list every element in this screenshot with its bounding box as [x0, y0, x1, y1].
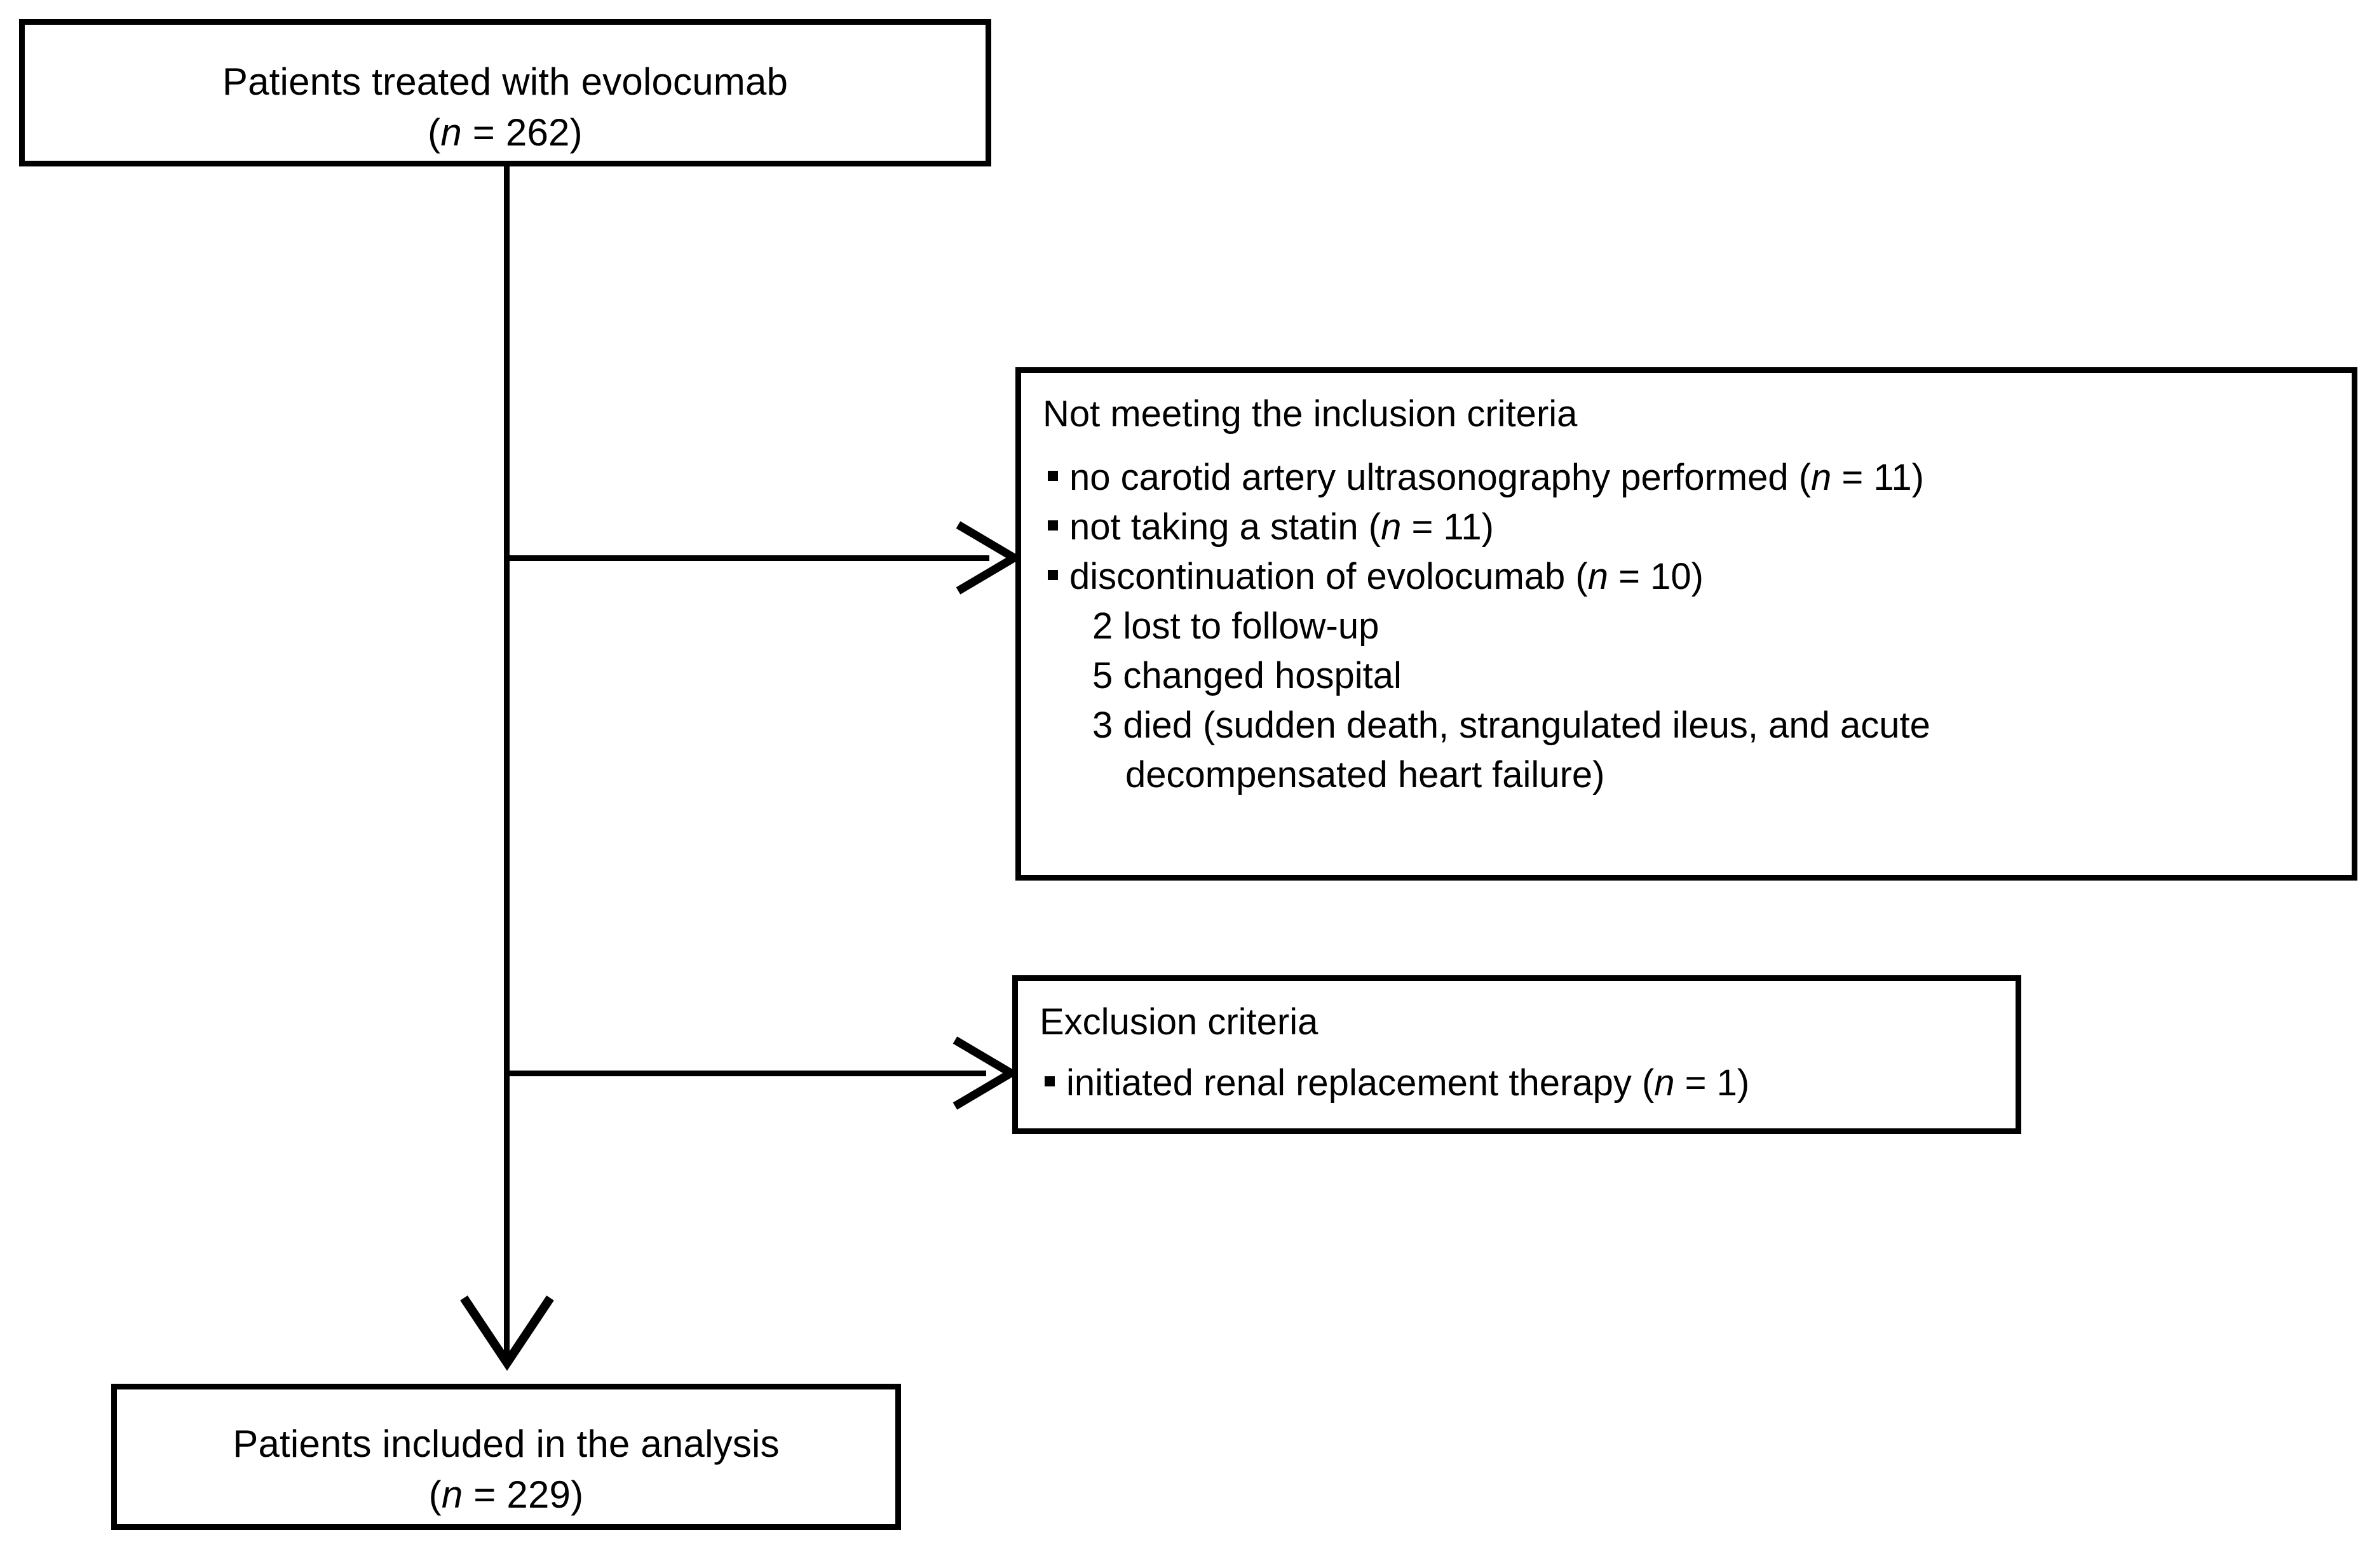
list-item-text: no carotid artery ultrasonography perfor…	[1069, 457, 1924, 498]
main-flow-line	[504, 166, 510, 1366]
exclusion-criteria-list: Exclusion criteria initiated renal repla…	[1040, 997, 2010, 1108]
n-symbol: n	[1587, 556, 1608, 597]
n-symbol: n	[1381, 506, 1402, 548]
box-patients-included-text: Patients included in the analysis (n = 2…	[117, 1419, 895, 1520]
branch-to-inclusion-box	[506, 555, 989, 561]
sub-list-item: 3 died (sudden death, strangulated ileus…	[1092, 705, 1930, 746]
list-item-text: not taking a statin (n = 11)	[1069, 506, 1494, 548]
exclusion-heading: Exclusion criteria	[1040, 1001, 1318, 1043]
arrowhead-to-analysis-icon	[456, 1293, 558, 1375]
list-item: initiated renal replacement therapy (n =…	[1040, 1058, 2010, 1108]
box-patients-included-line1: Patients included in the analysis	[233, 1423, 780, 1465]
inclusion-heading: Not meeting the inclusion criteria	[1043, 393, 1578, 435]
box-patients-included-line2: (n = 229)	[428, 1473, 584, 1516]
list-item-text: initiated renal replacement therapy (n =…	[1066, 1062, 1750, 1104]
list-item-text: discontinuation of evolocumab (n = 10)	[1069, 556, 1704, 597]
branch-to-exclusion-box	[506, 1071, 986, 1076]
box-patients-included-analysis: Patients included in the analysis (n = 2…	[111, 1384, 901, 1530]
box-patients-treated-text: Patients treated with evolocumab (n = 26…	[25, 57, 986, 158]
n-symbol: n	[440, 111, 462, 154]
box-patients-treated: Patients treated with evolocumab (n = 26…	[19, 19, 991, 166]
inclusion-criteria-list: Not meeting the inclusion criteria no ca…	[1043, 389, 2347, 800]
box-exclusion-criteria: Exclusion criteria initiated renal repla…	[1012, 975, 2021, 1134]
list-item: not taking a statin (n = 11)	[1043, 503, 2347, 552]
list-item: no carotid artery ultrasonography perfor…	[1043, 453, 2347, 503]
box-patients-treated-line1: Patients treated with evolocumab	[222, 60, 789, 103]
box-patients-treated-line2: (n = 262)	[428, 111, 583, 154]
n-symbol: n	[1811, 457, 1832, 498]
n-symbol: n	[1654, 1062, 1675, 1104]
sub-list-item: 2 lost to follow-up	[1092, 605, 1379, 647]
n-symbol: n	[441, 1473, 463, 1516]
sub-list-item: 5 changed hospital	[1092, 655, 1402, 696]
box-not-meeting-inclusion-criteria: Not meeting the inclusion criteria no ca…	[1015, 367, 2357, 881]
list-item: discontinuation of evolocumab (n = 10)	[1043, 552, 2347, 602]
sub-list-item-continued: decompensated heart failure)	[1125, 754, 1605, 795]
